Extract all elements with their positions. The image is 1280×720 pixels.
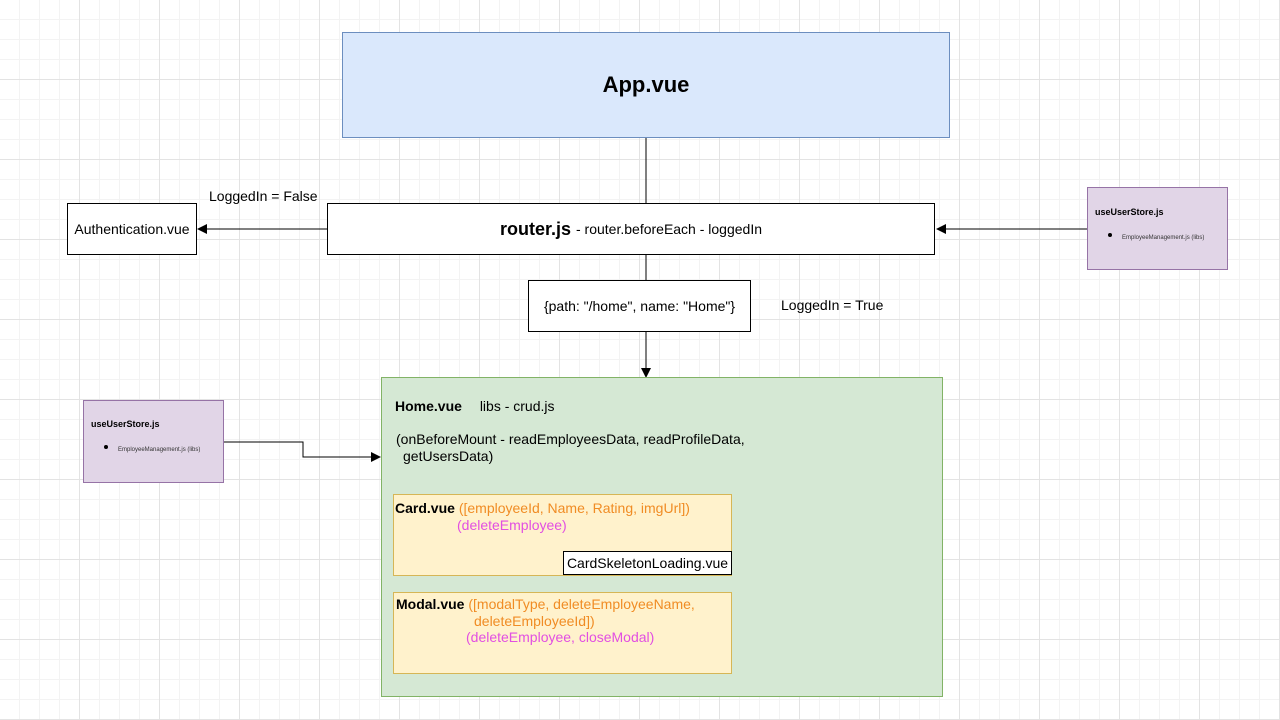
modal-props-line-1: ([modalType, deleteEmployeeName, bbox=[468, 596, 695, 612]
route-label: {path: "/home", name: "Home"} bbox=[543, 298, 736, 314]
card-emits: (deleteEmployee) bbox=[457, 517, 567, 533]
route-node[interactable]: {path: "/home", name: "Home"} bbox=[528, 280, 751, 332]
modal-node[interactable] bbox=[393, 592, 732, 674]
logged-true-label: LoggedIn = True bbox=[781, 297, 884, 313]
bullet-icon bbox=[104, 444, 108, 449]
router-subtitle: - router.beforeEach - loggedIn bbox=[576, 221, 763, 237]
home-libs: libs - crud.js bbox=[479, 398, 555, 414]
edge-store-to-home bbox=[224, 441, 381, 462]
user-store-right-item: EmployeeManagement.js (libs) bbox=[1122, 235, 1205, 241]
bullet-icon bbox=[1108, 232, 1112, 237]
home-title: Home.vue bbox=[395, 398, 462, 414]
logged-false-label: LoggedIn = False bbox=[209, 188, 318, 204]
auth-node[interactable]: Authentication.vue bbox=[67, 203, 197, 255]
home-mount-line-1: (onBeforeMount - readEmployeesData, read… bbox=[396, 431, 745, 447]
auth-label: Authentication.vue bbox=[74, 221, 190, 237]
user-store-left-title: useUserStore.js bbox=[91, 419, 160, 429]
home-mount-line-2: getUsersData) bbox=[403, 448, 494, 464]
card-title: Card.vue bbox=[395, 500, 455, 516]
router-node[interactable]: router.js - router.beforeEach - loggedIn bbox=[327, 203, 935, 255]
app-title: App.vue bbox=[602, 72, 690, 97]
card-skeleton-node[interactable]: CardSkeletonLoading.vue bbox=[563, 551, 732, 575]
modal-title: Modal.vue bbox=[396, 596, 465, 612]
user-store-left-node[interactable]: useUserStore.js EmployeeManagement.js (l… bbox=[83, 400, 224, 483]
card-skeleton-label: CardSkeletonLoading.vue bbox=[566, 555, 729, 571]
router-title: router.js bbox=[499, 218, 571, 239]
card-props: ([employeeId, Name, Rating, imgUrl]) bbox=[458, 500, 690, 516]
modal-emits: (deleteEmployee, closeModal) bbox=[466, 629, 655, 645]
user-store-right-title: useUserStore.js bbox=[1095, 207, 1164, 217]
user-store-left-item: EmployeeManagement.js (libs) bbox=[118, 447, 201, 453]
app-node[interactable]: App.vue bbox=[342, 32, 950, 138]
user-store-right-node[interactable]: useUserStore.js EmployeeManagement.js (l… bbox=[1087, 187, 1228, 270]
modal-props-line-2: deleteEmployeeId]) bbox=[474, 613, 595, 629]
